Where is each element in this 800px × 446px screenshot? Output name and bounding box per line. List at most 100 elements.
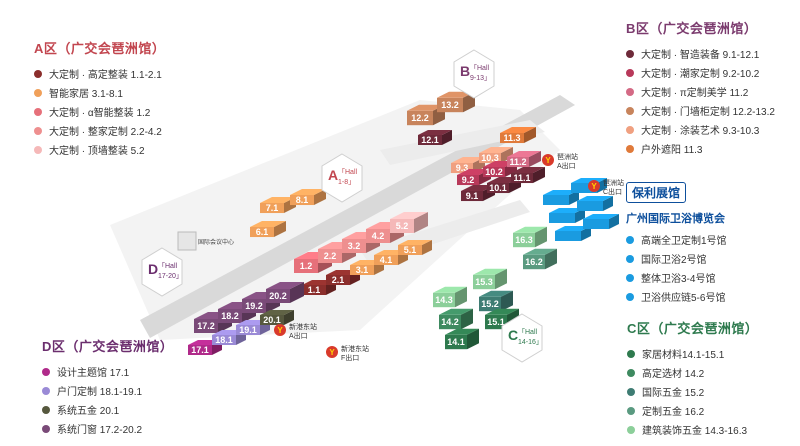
hall-number: 6.1 [256, 227, 269, 237]
hall-front [266, 289, 290, 303]
hall-block: 14.2 [439, 308, 473, 330]
legend-zone-a-title: A区（广交会琶洲馆） [34, 41, 166, 56]
legend-label: 大定制 · π定制美学 11.2 [641, 88, 749, 99]
legend-item[interactable]: 家居材料14.1-15.1 [627, 344, 758, 363]
hall-front [507, 156, 529, 168]
legend-item[interactable]: 设计主题馆 17.1 [42, 362, 173, 381]
hall-side [495, 268, 507, 290]
legend-item[interactable]: 高定选材 14.2 [627, 363, 758, 382]
hall-block [555, 226, 591, 241]
hall-front [374, 255, 398, 265]
zone-tag-shape [141, 247, 183, 297]
hall-top [407, 104, 445, 111]
legend-item[interactable]: 国际五金 15.2 [627, 382, 758, 401]
legend-item[interactable]: 户门定制 18.1-19.1 [42, 381, 173, 400]
hall-block [583, 214, 619, 229]
legend-label: 智能家居 3.1-8.1 [49, 89, 123, 100]
zone-tag-range: 1-8」 [338, 179, 355, 186]
main-corridor [140, 95, 575, 338]
hall-front [485, 314, 507, 330]
hall-front [260, 202, 284, 214]
hall-blocks: 12.213.212.19.310.311.39.210.211.29.110.… [188, 91, 619, 355]
hall-number: 13.2 [441, 100, 459, 110]
hall-front [342, 239, 366, 253]
hall-front [326, 275, 350, 285]
legend-label: 大定制 · 潮家定制 9.2-10.2 [641, 69, 760, 80]
legend-item[interactable]: 定制五金 16.2 [627, 401, 758, 420]
legend-item[interactable]: 建筑装饰五金 14.3-16.3 [627, 420, 758, 439]
legend-zone-c: C区（广交会琶洲馆） 家居材料14.1-15.1 高定选材 14.2 国际五金 … [627, 318, 758, 439]
hall-front [500, 132, 524, 144]
legend-item[interactable]: 大定制 · 潮家定制 9.2-10.2 [626, 63, 775, 82]
station-exit: C出口 [603, 187, 622, 196]
legend-item[interactable]: 大定制 · α智能整装 1.2 [34, 102, 165, 121]
hall-number: 18.1 [215, 335, 233, 345]
legend-item[interactable]: 大定制 · 高定整装 1.1-2.1 [34, 64, 165, 83]
metro-icon [274, 324, 286, 336]
hall-block: 11.2 [507, 150, 541, 168]
hall-side [501, 290, 513, 312]
legend-label: 大定制 · 顶墙整装 5.2 [49, 146, 145, 157]
hall-side [274, 220, 286, 238]
legend-item[interactable]: 大定制 · π定制美学 11.2 [626, 82, 775, 101]
legend-item[interactable]: 大定制 · 门墙柜定制 12.2-13.2 [626, 101, 775, 120]
hall-number: 16.3 [515, 235, 533, 245]
hall-number: 20.1 [263, 315, 281, 325]
legend-item[interactable]: 高端全卫定制1号馆 [626, 230, 727, 249]
hall-top [266, 282, 304, 289]
legend-label: 大定制 · 智造装备 9.1-12.1 [641, 50, 760, 61]
hall-front [418, 135, 442, 145]
legend-item[interactable]: 系统门窗 17.2-20.2 [42, 419, 173, 438]
legend-item[interactable]: 大定制 · 整家定制 2.2-4.2 [34, 121, 165, 140]
hall-front [479, 296, 501, 312]
legend-dot [626, 49, 634, 58]
hall-block: 8.1 [290, 188, 326, 206]
legend-dot [627, 387, 635, 396]
legend-dot [626, 68, 634, 77]
hall-top [523, 248, 557, 255]
hall-block: 10.3 [479, 146, 513, 164]
hall-number: 18.2 [221, 311, 239, 321]
legend-item[interactable]: 大定制 · 智造装备 9.1-12.1 [626, 44, 775, 63]
hall-front [290, 194, 314, 206]
legend-label: 国际五金 15.2 [642, 388, 705, 399]
hall-front [188, 345, 212, 355]
legend-dot [626, 125, 634, 134]
legend-dot [626, 292, 634, 301]
hall-number: 12.2 [411, 113, 429, 123]
station-name: 新港东站 [289, 322, 317, 331]
legend-item[interactable]: 整体卫浴3-4号馆 [626, 268, 727, 287]
legend-item[interactable]: 系统五金 20.1 [42, 400, 173, 419]
hall-front [260, 315, 284, 325]
hall-top [250, 220, 286, 227]
legend-item[interactable]: 智能家居 3.1-8.1 [34, 83, 165, 102]
hall-front [445, 334, 467, 350]
legend-label: 大定制 · α智能整装 1.2 [49, 108, 151, 119]
zone-tag-shape [501, 313, 543, 363]
hall-top [398, 240, 432, 245]
hall-number: 11.2 [509, 157, 526, 167]
legend-item[interactable]: 户外遮阳 11.3 [626, 139, 775, 158]
hall-block: 12.1 [418, 130, 452, 145]
legend-item[interactable]: 大定制 · 顶墙整装 5.2 [34, 140, 165, 159]
legend-label: 户门定制 18.1-19.1 [57, 387, 143, 398]
legend-item[interactable]: 卫浴供应链5-6号馆 [626, 287, 727, 306]
hall-top [461, 184, 495, 191]
legend-dot [34, 88, 42, 97]
legend-item[interactable]: 大定制 · 涂装艺术 9.3-10.3 [626, 120, 775, 139]
hall-front [549, 213, 575, 223]
legend-dot [42, 386, 50, 395]
hall-number: 11.1 [513, 173, 530, 183]
station-exit: A出口 [557, 161, 576, 170]
legend-dot [42, 405, 50, 414]
zone-tag-letter: D [148, 261, 158, 277]
legend-item[interactable]: 国际卫浴2号馆 [626, 249, 727, 268]
hall-top [583, 214, 619, 219]
legend-dot [42, 424, 50, 433]
hall-top [457, 168, 491, 175]
